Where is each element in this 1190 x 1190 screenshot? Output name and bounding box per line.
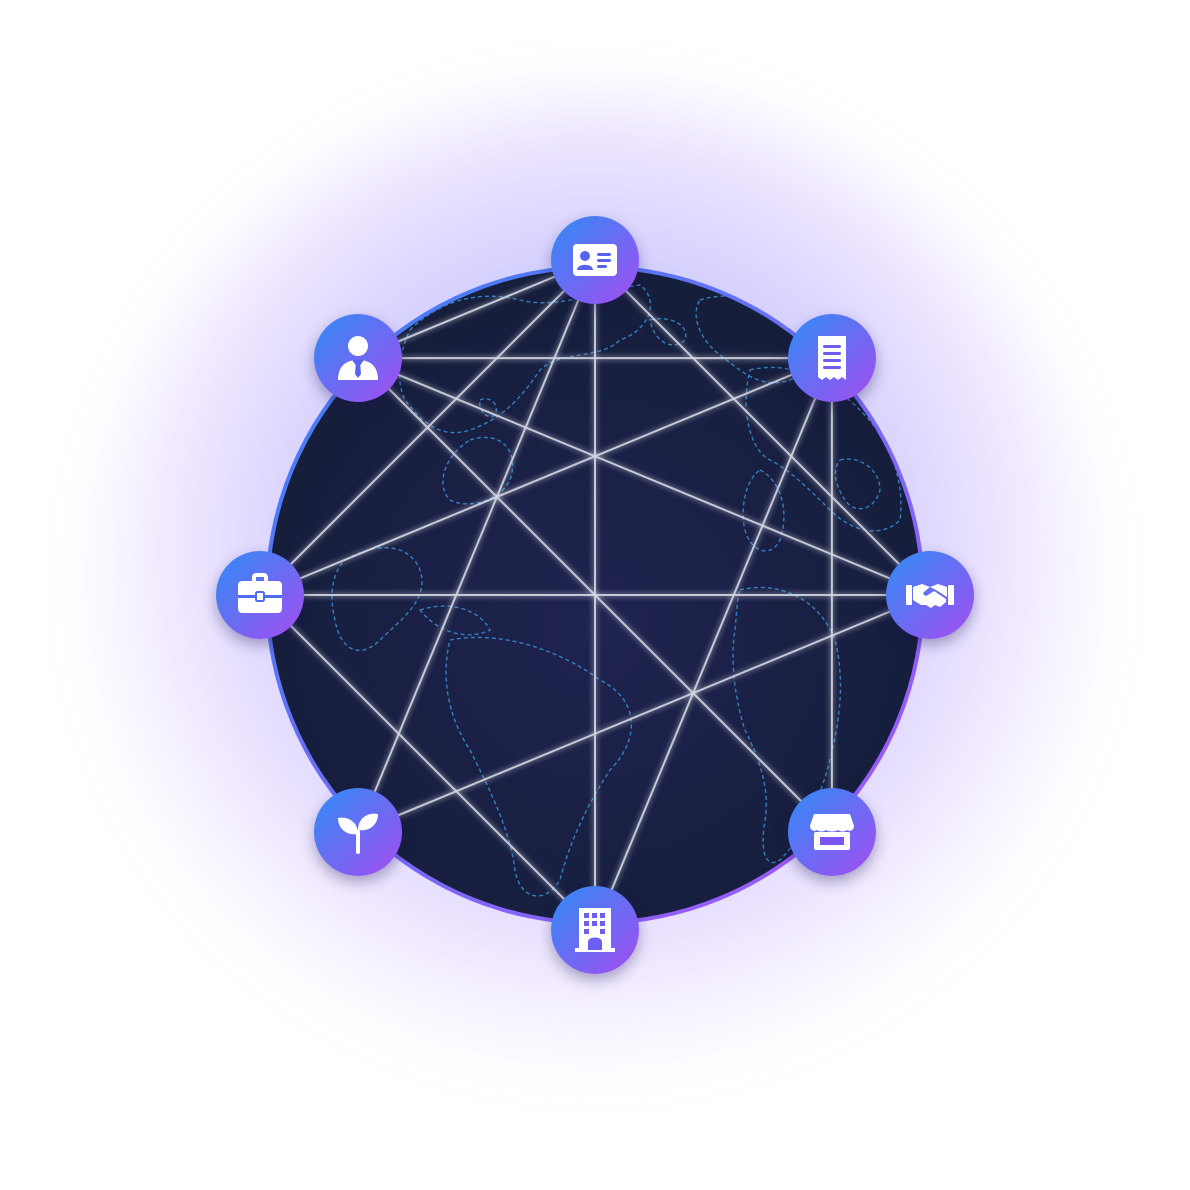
receipt-icon xyxy=(817,336,846,381)
connection-receipt-briefcase xyxy=(259,357,833,596)
businessman-icon xyxy=(338,336,379,381)
briefcase-icon xyxy=(238,573,282,613)
connection-lines xyxy=(259,259,931,931)
store-icon xyxy=(809,813,854,850)
node-sprout[interactable] xyxy=(314,787,403,876)
connection-receipt-building xyxy=(594,357,833,931)
id-card-icon xyxy=(573,244,617,276)
node-building[interactable] xyxy=(551,886,639,974)
node-briefcase[interactable] xyxy=(216,551,304,639)
handshake-icon xyxy=(906,584,954,608)
node-receipt[interactable] xyxy=(787,314,876,403)
node-businessman[interactable] xyxy=(314,314,403,403)
connection-sprout-handshake xyxy=(357,594,931,833)
sprout-icon xyxy=(338,813,379,854)
node-handshake[interactable] xyxy=(886,551,974,639)
node-store[interactable] xyxy=(787,787,876,876)
connection-briefcase-building xyxy=(259,594,596,931)
connection-id-card-handshake xyxy=(594,259,931,596)
building-icon xyxy=(575,908,615,952)
connection-businessman-handshake xyxy=(357,357,931,596)
connection-id-card-sprout xyxy=(357,259,596,833)
node-id-card[interactable] xyxy=(551,216,639,304)
